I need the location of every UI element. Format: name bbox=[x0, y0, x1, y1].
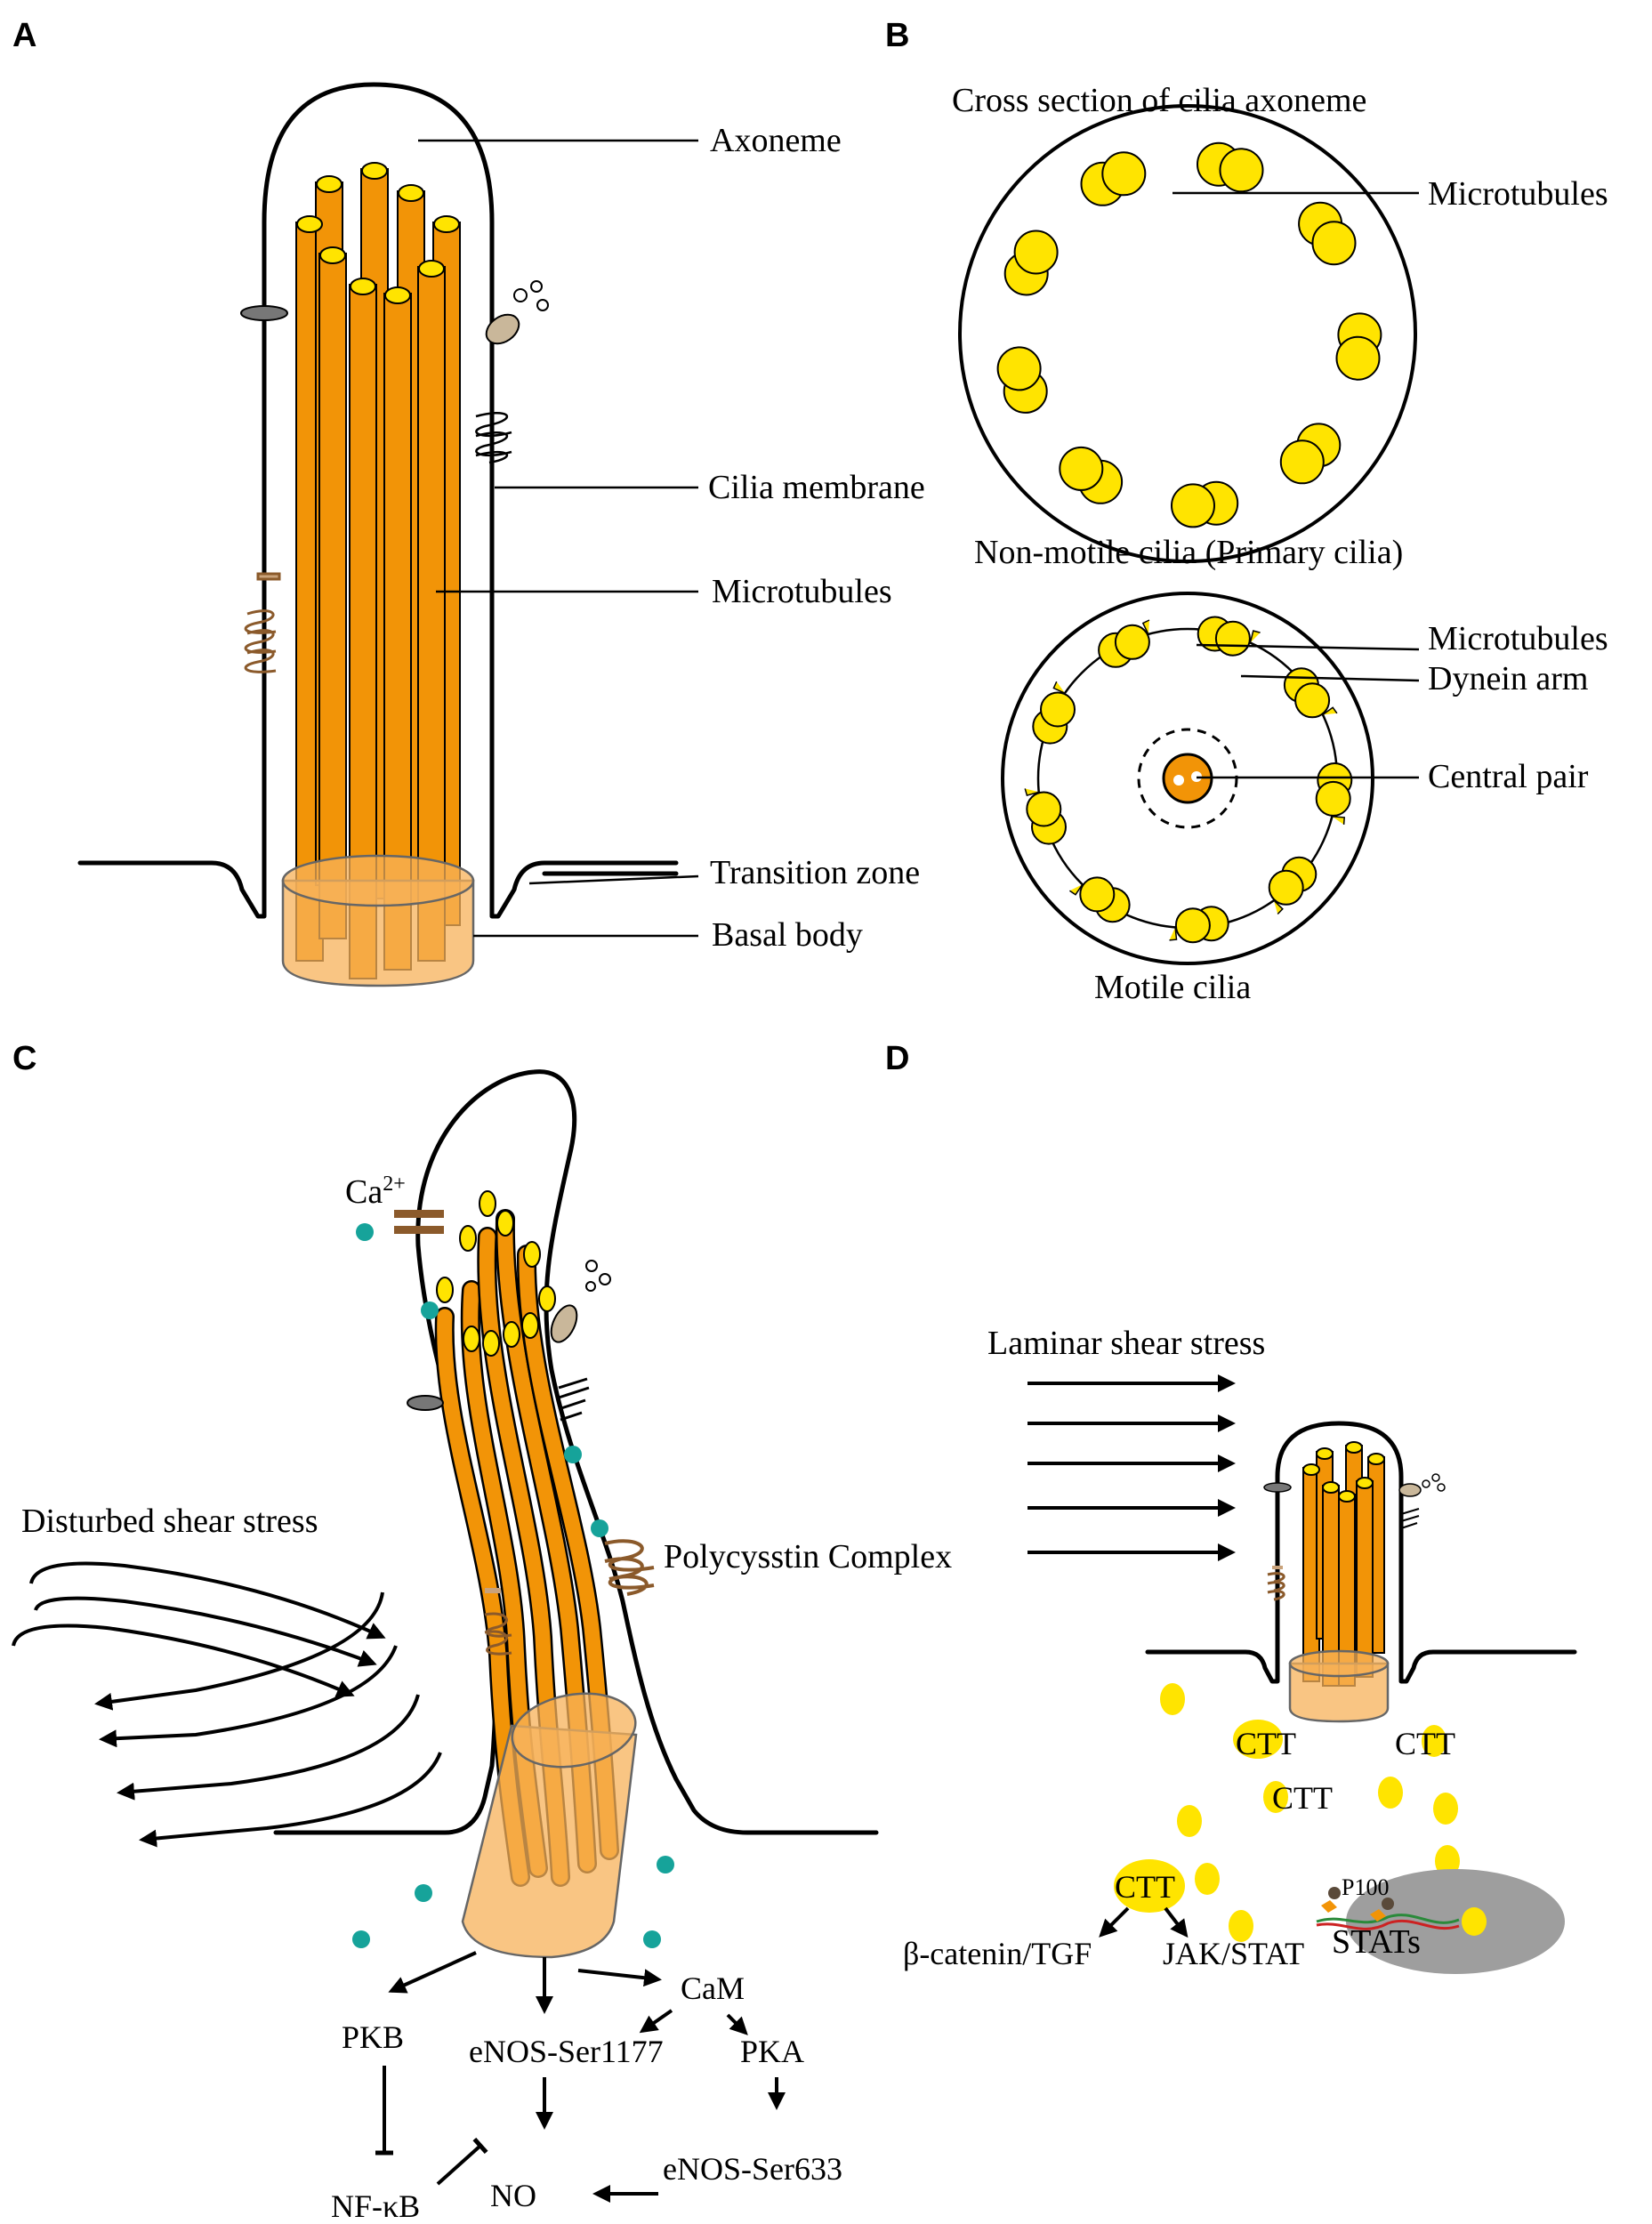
panel-c-letter: C bbox=[12, 1040, 36, 1077]
ctt-label-2: CTT bbox=[1395, 1726, 1455, 1761]
panel-c: C bbox=[12, 1040, 952, 2224]
vesicle-c bbox=[550, 1304, 578, 1343]
dynein-arm bbox=[1052, 681, 1066, 694]
label-basal-body: Basal body bbox=[712, 916, 863, 954]
receptor-coil-c bbox=[555, 1377, 590, 1422]
motile-doublets bbox=[1024, 616, 1353, 944]
microtubule-doublet bbox=[1219, 148, 1264, 193]
polycystin-coil-a bbox=[244, 572, 281, 673]
laminar-flow-arrows bbox=[1027, 1374, 1236, 1561]
nuclear-ctt bbox=[1462, 1907, 1487, 1936]
cross-section-title: Cross section of cilia axoneme bbox=[952, 82, 1366, 119]
calcium-ions bbox=[352, 1223, 674, 1948]
nonmotile-doublets bbox=[996, 141, 1382, 528]
small-cilium-outline bbox=[1145, 1421, 1577, 1684]
p100-label: P100 bbox=[1342, 1874, 1389, 1900]
microtubule-doublet bbox=[1101, 151, 1147, 197]
calcium-label: Ca2+ bbox=[345, 1172, 406, 1211]
microtubule-doublet bbox=[1171, 483, 1215, 528]
vesicle bbox=[485, 313, 520, 345]
dynein-arm bbox=[1169, 927, 1178, 941]
dynein-arm bbox=[1024, 788, 1040, 797]
label-nonmotile-microtubules: Microtubules bbox=[1428, 175, 1608, 213]
bent-microtubule-caps bbox=[436, 1190, 556, 1357]
label-laminar-shear: Laminar shear stress bbox=[987, 1325, 1265, 1362]
label-disturbed-shear: Disturbed shear stress bbox=[21, 1503, 318, 1540]
label-microtubules: Microtubules bbox=[712, 573, 892, 610]
dynein-arm bbox=[1068, 883, 1084, 896]
caption-nonmotile: Non-motile cilia (Primary cilia) bbox=[974, 534, 1403, 571]
microtubule-doublet bbox=[1079, 876, 1116, 913]
receptor-coil bbox=[475, 411, 512, 464]
pathway-cam: CaM bbox=[681, 1970, 745, 2006]
polycystin-coil-c bbox=[484, 1588, 512, 1656]
pathway-pka: PKA bbox=[740, 2034, 804, 2069]
nonmotile-cross-section bbox=[958, 104, 1417, 563]
small-microtubules bbox=[1302, 1441, 1385, 1687]
membrane-protein bbox=[240, 305, 288, 321]
dynein-arm bbox=[1332, 816, 1346, 825]
disturbed-flow-arrows bbox=[12, 1561, 442, 1848]
label-cilia-membrane: Cilia membrane bbox=[708, 469, 925, 506]
dynein-arm bbox=[1249, 630, 1261, 643]
label-transition-zone: Transition zone bbox=[710, 854, 920, 891]
cilium-outline bbox=[77, 82, 679, 919]
ctt-label-3: CTT bbox=[1272, 1780, 1333, 1816]
microtubule-doublet bbox=[1214, 620, 1251, 657]
label-central-pair: Central pair bbox=[1428, 758, 1589, 795]
pathway-nfkb: NF-κB bbox=[331, 2188, 420, 2224]
label-motile-microtubules: Microtubules bbox=[1428, 620, 1608, 657]
pathway-enos-633: eNOS-Ser633 bbox=[663, 2151, 842, 2187]
calcium-channel bbox=[394, 1210, 444, 1234]
microtubule-doublet bbox=[1026, 791, 1062, 827]
panel-b: B Cross section of cilia axoneme Microtu… bbox=[885, 17, 1608, 1006]
ctt-label-4: CTT bbox=[1115, 1869, 1175, 1905]
panel-a: A bbox=[12, 17, 925, 987]
pathway-enos-1177: eNOS-Ser1177 bbox=[469, 2034, 664, 2069]
microtubule-doublet bbox=[1013, 230, 1059, 275]
microtubule-doublet bbox=[1315, 780, 1351, 817]
panel-b-letter: B bbox=[885, 17, 909, 54]
dynein-arm bbox=[1141, 619, 1150, 635]
basal-body bbox=[281, 854, 475, 987]
caption-motile: Motile cilia bbox=[1094, 969, 1251, 1006]
pathway-pkb: PKB bbox=[342, 2019, 404, 2055]
ctt-label-1: CTT bbox=[1236, 1726, 1296, 1761]
ctt-fragments bbox=[1114, 1683, 1460, 1942]
pathway-no: NO bbox=[490, 2178, 536, 2213]
panel-a-letter: A bbox=[12, 17, 36, 54]
label-dynein-arm: Dynein arm bbox=[1428, 660, 1588, 697]
microtubule-doublet bbox=[1268, 869, 1304, 906]
membrane-protein-c bbox=[407, 1395, 444, 1411]
tilted-basal-body bbox=[461, 1692, 638, 1959]
microtubule-doublet bbox=[1040, 691, 1076, 728]
microtubule-doublet bbox=[1114, 624, 1150, 660]
label-jak-stat: JAK/STAT bbox=[1163, 1936, 1304, 1971]
label-polycystin: Polycysstin Complex bbox=[664, 1538, 952, 1575]
label-beta-catenin: β-catenin/TGF bbox=[903, 1936, 1092, 1971]
microtubule-doublet bbox=[1294, 682, 1331, 719]
stats-label: STATs bbox=[1332, 1923, 1421, 1961]
microtubule-doublet bbox=[996, 346, 1042, 391]
microtubule-doublet bbox=[1279, 439, 1325, 485]
dna-strand bbox=[1316, 1914, 1460, 1924]
microtubule-doublet bbox=[1311, 221, 1357, 266]
microtubule-doublet bbox=[1335, 335, 1381, 381]
small-basal-body bbox=[1288, 1649, 1390, 1723]
signaling-pathway: PKB eNOS-Ser1177 CaM PKA NF-κB NO eNOS-S… bbox=[331, 1951, 842, 2224]
panel-d-letter: D bbox=[885, 1040, 909, 1077]
microtubule-doublet bbox=[1059, 446, 1104, 491]
dynein-arm bbox=[1322, 706, 1338, 716]
dynein-arm bbox=[1273, 899, 1284, 915]
polycystin-complex bbox=[604, 1539, 655, 1596]
label-axoneme: Axoneme bbox=[710, 122, 842, 159]
panel-d: D Laminar shear stress bbox=[885, 1040, 1577, 1974]
microtubule-doublet bbox=[1174, 907, 1211, 944]
